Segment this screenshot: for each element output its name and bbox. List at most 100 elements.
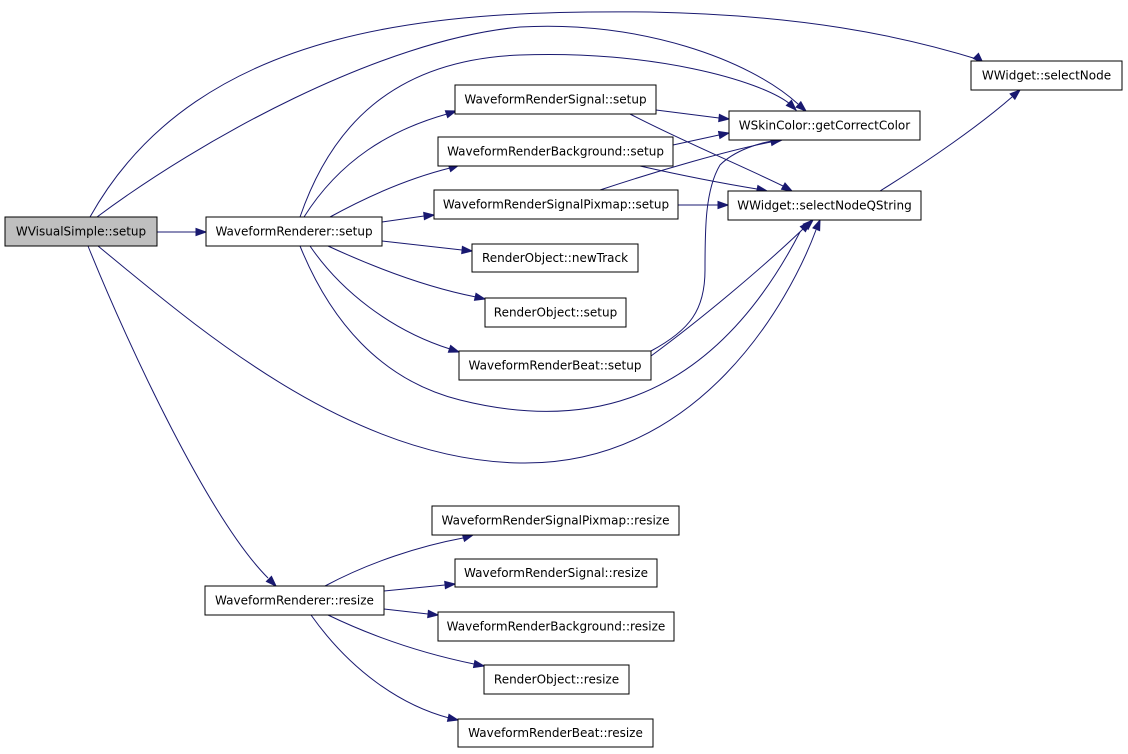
edge-line [309,245,451,350]
arrowhead-icon [717,200,730,210]
node-label: WVisualSimple::setup [16,225,146,239]
edge-waveformrenderer-resize-to-waveformrendersignalpixmap-resize [324,533,475,587]
edge-waveformrenderer-resize-to-waveformrenderbeat-resize [310,614,460,722]
node-label: RenderObject::setup [494,306,617,320]
edge-line [299,53,791,218]
arrowhead-icon [473,292,487,301]
node-waveformrenderer-resize[interactable]: WaveformRenderer::resize [204,585,385,616]
node-renderobject-newtrack[interactable]: RenderObject::newTrack [471,243,639,273]
node-waveformrenderbeat-setup[interactable]: WaveformRenderBeat::setup [458,350,652,381]
node-box [204,585,385,616]
edge-line [329,167,451,218]
node-box [433,189,679,220]
edge-waveformrenderer-setup-to-waveformrendersignal-setup [303,110,458,218]
node-box [484,297,627,328]
edge-line [87,245,269,579]
arrowhead-icon [799,220,812,233]
node-waveformrendersignal-resize[interactable]: WaveformRenderSignal::resize [454,558,658,588]
edge-line [303,113,448,218]
node-label: WWidget::selectNode [982,69,1111,83]
edge-waveformrendersignal-setup-to-wwidget-selectnodeqstring [629,113,794,192]
edge-line [629,113,784,187]
arrowhead-icon [785,99,798,112]
edge-line [299,231,801,412]
node-waveformrenderer-setup[interactable]: WaveformRenderer::setup [205,216,383,247]
node-label: WaveformRenderSignal::setup [464,93,646,107]
node-renderobject-resize[interactable]: RenderObject::resize [483,664,630,695]
node-box [4,216,158,247]
nodes-layer: WVisualSimple::setup WaveformRenderer::se… [4,60,1123,748]
edge-line [655,109,720,119]
node-waveformrendersignal-setup[interactable]: WaveformRenderSignal::setup [454,84,657,115]
node-label: WWidget::selectNodeQString [737,199,911,213]
arrowhead-icon [447,344,461,353]
node-label: WaveformRenderSignal::resize [464,566,648,580]
arrowhead-icon [1009,89,1022,101]
edge-line [879,96,1013,192]
edge-waveformrenderer-setup-to-waveformrendersignalpixmap-setup [381,211,436,223]
edge-waveformrendersignalpixmap-setup-to-wwidget-selectnodeqstring [678,200,730,210]
edge-line [381,215,425,223]
node-label: WaveformRenderer::resize [215,594,374,608]
node-wskincolor-getcorrectcolor[interactable]: WSkinColor::getCorrectColor [728,110,921,141]
edge-waveformrenderbackground-setup-to-wskincolor-getcorrectcolor [672,130,731,146]
node-box [727,190,922,221]
node-waveformrendersignalpixmap-setup[interactable]: WaveformRenderSignalPixmap::setup [433,189,679,220]
edge-line [89,11,981,218]
edge-line [324,537,464,587]
edge-waveformrenderer-resize-to-waveformrendersignal-resize [383,580,457,592]
arrowhead-icon [423,211,436,221]
arrowhead-icon [444,580,457,590]
node-label: RenderObject::newTrack [482,251,628,265]
node-label: WaveformRenderBackground::resize [447,620,666,634]
node-box [457,718,654,748]
edge-line [327,245,477,298]
node-waveformrendersignalpixmap-resize[interactable]: WaveformRenderSignalPixmap::resize [431,505,680,536]
node-label: WaveformRenderSignalPixmap::resize [442,514,670,528]
node-wwidget-selectnode[interactable]: WWidget::selectNode [970,60,1123,91]
arrowhead-icon [195,227,208,237]
arrowhead-icon [780,182,794,192]
edge-waveformrenderer-setup-to-renderobject-newtrack [381,240,474,255]
arrowhead-icon [717,130,731,140]
edge-line [672,134,720,146]
edge-line [97,229,817,464]
edge-waveformrenderbeat-setup-to-wwidget-selectnodeqstring [650,220,812,357]
node-box [437,136,674,167]
arrowhead-icon [427,609,440,619]
node-box [437,611,675,642]
edge-wvisualsimple-setup-to-waveformrenderer-setup [157,227,208,237]
node-renderobject-setup[interactable]: RenderObject::setup [484,297,627,328]
node-label: WaveformRenderer::setup [215,225,372,239]
edge-waveformrenderer-setup-to-renderobject-setup [327,245,487,301]
edge-waveformrenderer-resize-to-waveformrenderbackground-resize [383,608,440,619]
node-box [454,558,658,588]
edge-waveformrenderer-setup-to-wskincolor-getcorrectcolor [299,53,798,218]
edge-line [650,140,773,352]
arrowhead-icon [444,110,458,119]
node-box [454,84,657,115]
node-label: WaveformRenderBeat::setup [469,359,642,373]
node-box [205,216,383,247]
arrowhead-icon [472,659,486,669]
edge-line [639,165,758,190]
node-waveformrenderbeat-resize[interactable]: WaveformRenderBeat::resize [457,718,654,748]
arrowhead-icon [718,113,731,123]
node-label: WaveformRenderBackground::setup [447,145,664,159]
edge-line [383,608,429,615]
node-waveformrenderbackground-setup[interactable]: WaveformRenderBackground::setup [437,136,674,167]
node-label: WSkinColor::getCorrectColor [739,119,910,133]
edge-waveformrendersignal-setup-to-wskincolor-getcorrectcolor [655,109,731,123]
edge-line [383,584,446,592]
node-label: RenderObject::resize [494,673,619,687]
node-box [483,664,630,695]
edge-wvisualsimple-setup-to-wwidget-selectnodeqstring [97,218,821,464]
edge-line [327,614,475,665]
node-waveformrenderbackground-resize[interactable]: WaveformRenderBackground::resize [437,611,675,642]
node-wvisualsimple-setup[interactable]: WVisualSimple::setup [4,216,158,247]
arrowhead-icon [446,713,460,722]
node-wwidget-selectnodeqstring[interactable]: WWidget::selectNodeQString [727,190,922,221]
node-box [970,60,1123,91]
edge-line [96,25,799,218]
